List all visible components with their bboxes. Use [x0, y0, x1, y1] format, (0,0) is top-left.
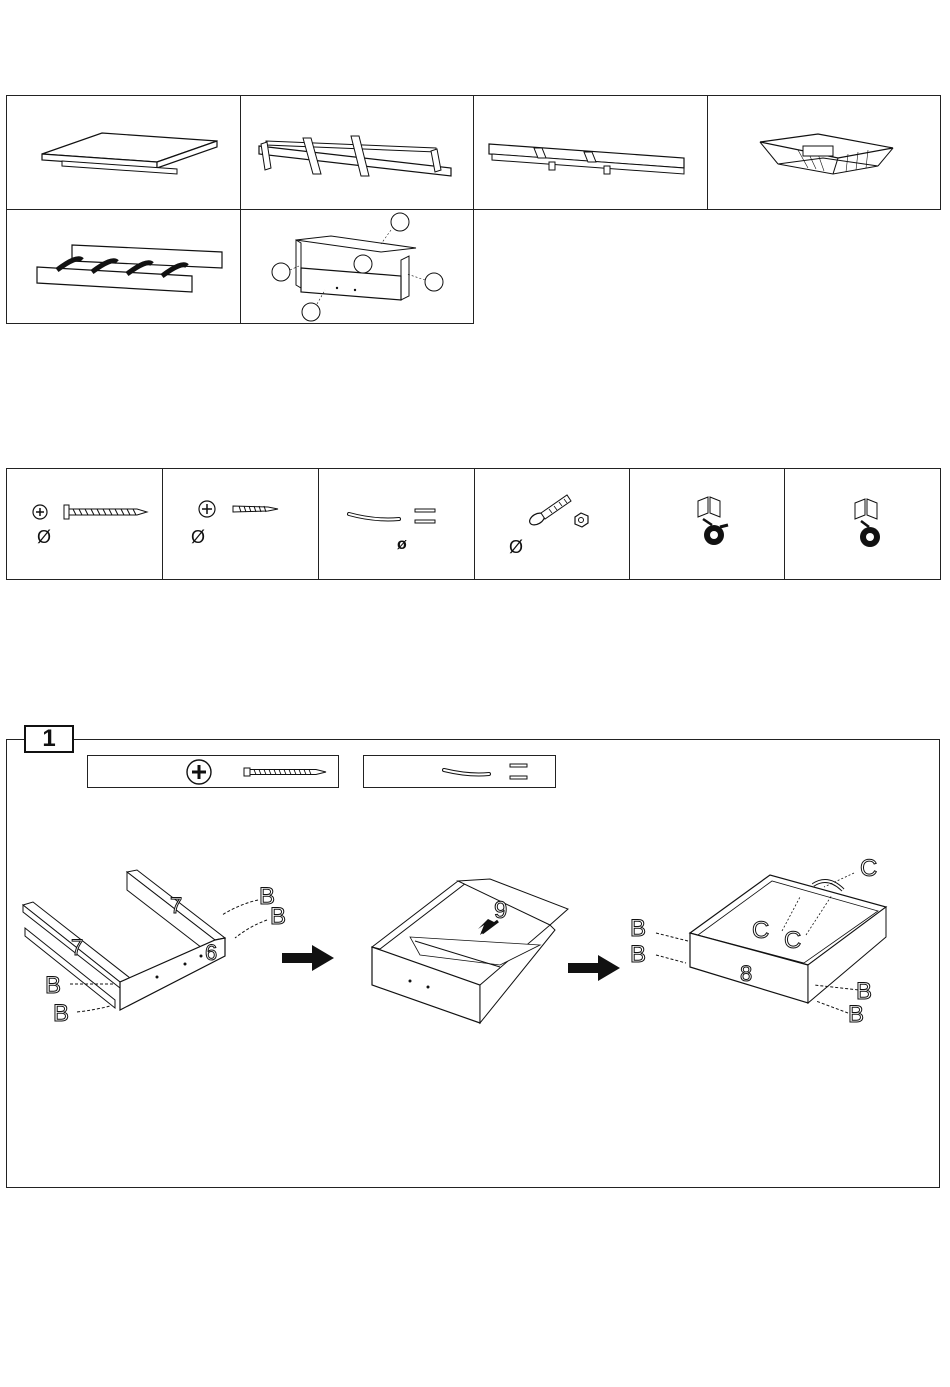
caster-icon — [785, 469, 940, 579]
parts-cell-side-frame-b — [473, 95, 708, 210]
parts-cell-top-panel — [6, 95, 241, 210]
step-1-hardware-handle-box — [363, 755, 556, 788]
drawer-box-illustration — [241, 210, 473, 323]
hardware-cell-wood-screw-small: Ø — [162, 468, 319, 580]
part-number-8: 8 — [740, 961, 752, 987]
bolt-and-nut-illustration — [475, 469, 629, 579]
step-1-hardware-screw-box — [87, 755, 339, 788]
parts-cell-drawer-box — [240, 209, 474, 324]
step-1-diagram-c: 8 C C C B B B B — [628, 855, 898, 1030]
label-b: B — [848, 1001, 864, 1029]
label-b: B — [630, 915, 646, 943]
hardware-cell-drawer-handle: ø — [318, 468, 475, 580]
parts-cell-wire-basket — [707, 95, 941, 210]
hardware-cell-bolt-and-nut: Ø — [474, 468, 630, 580]
parts-cell-bottle-rack — [6, 209, 241, 324]
wood-screw-small-illustration — [163, 469, 318, 579]
diameter-symbol: Ø — [191, 527, 205, 548]
label-c: C — [860, 855, 877, 883]
hardware-cell-caster — [784, 468, 941, 580]
step-number: 1 — [42, 725, 55, 752]
label-c: C — [752, 917, 769, 945]
top-panel-illustration — [7, 96, 240, 209]
caster-with-brake-icon — [630, 469, 784, 579]
diameter-symbol: Ø — [509, 537, 523, 558]
arrow-right-icon — [568, 955, 620, 981]
diameter-symbol: ø — [397, 536, 407, 554]
arrow-right-icon — [282, 945, 334, 971]
bottle-rack-illustration — [7, 210, 240, 323]
drawer-handle-illustration — [319, 469, 474, 579]
diameter-symbol: Ø — [37, 527, 51, 548]
wire-basket-illustration — [708, 96, 940, 209]
side-frame-a-illustration — [241, 96, 473, 209]
wood-screw-large-illustration — [7, 469, 162, 579]
step-1-diagram-b: 9 — [370, 875, 570, 1025]
parts-cell-side-frame-a — [240, 95, 474, 210]
label-c: C — [784, 927, 801, 955]
step-1-diagram-a: 7 7 6 B B B B — [15, 860, 280, 1030]
label-b: B — [630, 941, 646, 969]
step-number-box: 1 — [24, 725, 74, 753]
hardware-cell-wood-screw-large: Ø — [6, 468, 163, 580]
side-frame-b-illustration — [474, 96, 707, 209]
hardware-cell-caster-with-brake — [629, 468, 785, 580]
